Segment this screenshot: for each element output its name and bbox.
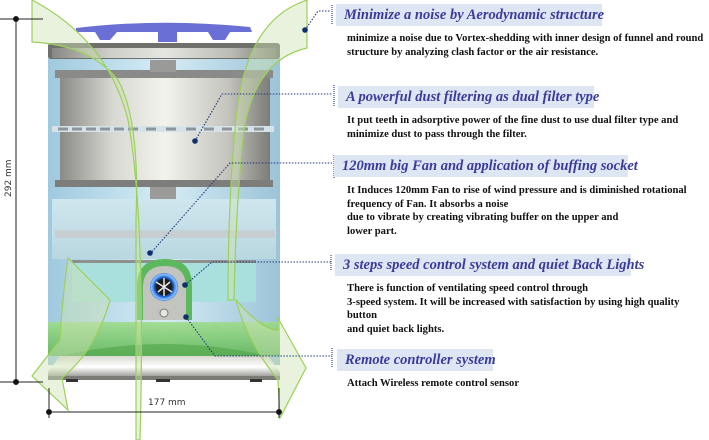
- feature-title-fan: 120mm big Fan and application of buffing…: [334, 155, 638, 177]
- leader-lines: [149, 10, 332, 357]
- base-plate: [48, 356, 280, 378]
- feature-desc-speed-control: There is function of ventilating speed c…: [347, 283, 680, 335]
- leader-brackets: [330, 5, 335, 368]
- height-label: 292 mm: [4, 159, 14, 197]
- width-label: 177 mm: [148, 398, 186, 408]
- feature-desc-aerodynamic: minimize a noise due to Vortex-shedding …: [347, 33, 704, 58]
- feature-title-aerodynamic: Minimize a noise by Aerodynamic structur…: [336, 4, 604, 26]
- feature-desc-fan: It Induces 120mm Fan to rise of wind pre…: [347, 185, 687, 237]
- feature-desc-dual-filter: It put teeth in adsorptive power of the …: [347, 115, 679, 140]
- feature-title-dual-filter: A powerful dust filtering as dual filter…: [338, 86, 599, 108]
- feature-title-remote: Remote controller system: [337, 349, 496, 371]
- leader-dots: [147, 27, 308, 320]
- lid: [76, 22, 252, 42]
- back-light-button: [159, 308, 169, 318]
- feature-desc-remote: Attach Wireless remote control sensor: [347, 378, 520, 389]
- airflow-arrows: [31, 0, 308, 440]
- feature-title-speed-control: 3 steps speed control system and quiet B…: [335, 254, 644, 276]
